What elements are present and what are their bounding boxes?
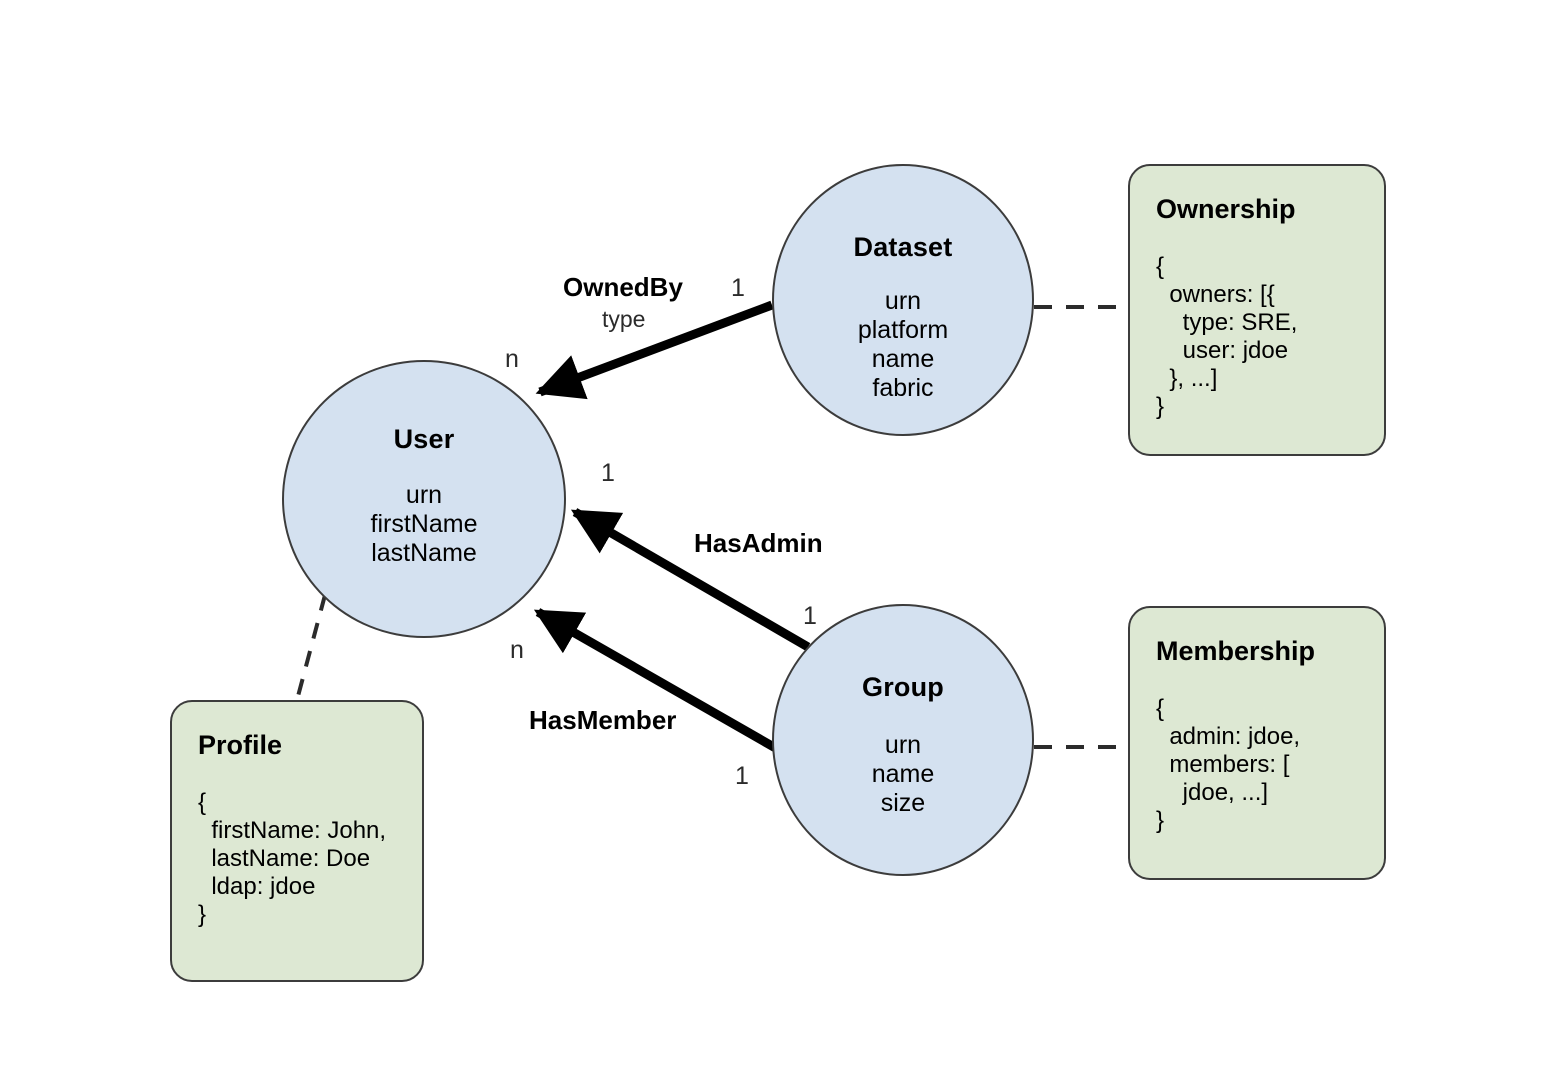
edge-sublabel-ownedby-type: type [602, 306, 646, 332]
edge-label-ownedby: OwnedBy [563, 272, 683, 302]
entity-user[interactable]: User urn firstName lastName [282, 360, 566, 638]
aspect-ownership-body: { owners: [{ type: SRE, user: jdoe }, ..… [1156, 253, 1298, 420]
cardinality-hasmember-user: n [510, 636, 524, 664]
aspect-membership-body: { admin: jdoe, members: [ jdoe, ...] } [1156, 695, 1301, 834]
cardinality-ownedby-dataset: 1 [731, 274, 745, 302]
aspect-ownership-title: Ownership [1156, 194, 1296, 224]
entity-group[interactable]: Group urn name size [772, 604, 1034, 876]
aspect-membership[interactable]: Membership { admin: jdoe, members: [ jdo… [1128, 606, 1386, 880]
cardinality-hasadmin-group: 1 [803, 602, 817, 630]
cardinality-ownedby-user: n [505, 345, 519, 373]
entity-user-title: User [393, 424, 455, 454]
aspect-link-profile [295, 594, 327, 701]
entity-user-attributes: urn firstName lastName [370, 481, 478, 567]
entity-group-attributes: urn name size [871, 731, 935, 817]
aspect-ownership[interactable]: Ownership { owners: [{ type: SRE, user: … [1128, 164, 1386, 456]
cardinality-hasadmin-user: 1 [601, 459, 615, 487]
edge-hasadmin [570, 508, 811, 651]
edge-hasmember [533, 608, 789, 758]
entity-dataset-title: Dataset [853, 232, 953, 262]
edge-ownedby [535, 300, 774, 400]
aspect-profile-body: { firstName: John, lastName: Doe ldap: j… [198, 789, 387, 928]
edge-label-hasmember: HasMember [529, 705, 677, 735]
entity-dataset-attributes: urn platform name fabric [857, 287, 949, 402]
entity-dataset[interactable]: Dataset urn platform name fabric [772, 164, 1034, 436]
entity-group-title: Group [862, 672, 944, 702]
aspect-membership-title: Membership [1156, 636, 1316, 666]
cardinality-hasmember-group: 1 [735, 762, 749, 790]
aspect-profile-title: Profile [198, 730, 283, 760]
edge-label-hasadmin: HasAdmin [694, 528, 823, 558]
aspect-profile[interactable]: Profile { firstName: John, lastName: Doe… [170, 700, 424, 982]
